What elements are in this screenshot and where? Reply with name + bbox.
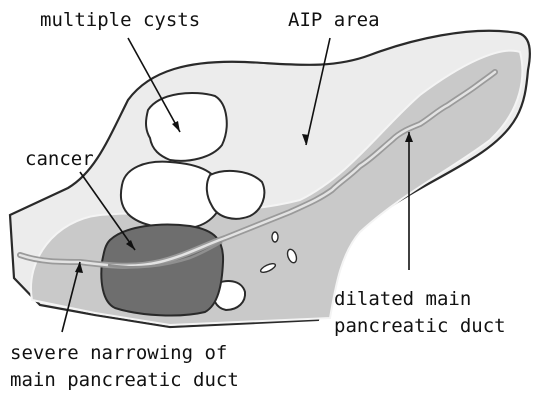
label-dilated-duct-line1: dilated main: [334, 288, 471, 311]
cyst-small-right: [207, 171, 265, 219]
label-cancer: cancer: [25, 148, 94, 171]
label-narrowing-line1: severe narrowing of: [10, 342, 227, 365]
label-multiple-cysts: multiple cysts: [40, 9, 200, 32]
small-cyst-1: [272, 232, 278, 242]
label-dilated-duct-line2: pancreatic duct: [334, 315, 506, 338]
label-aip-area: AIP area: [288, 9, 380, 32]
label-narrowing-line2: main pancreatic duct: [10, 369, 239, 392]
cyst-large: [146, 93, 227, 161]
cancer-mass: [101, 225, 223, 316]
